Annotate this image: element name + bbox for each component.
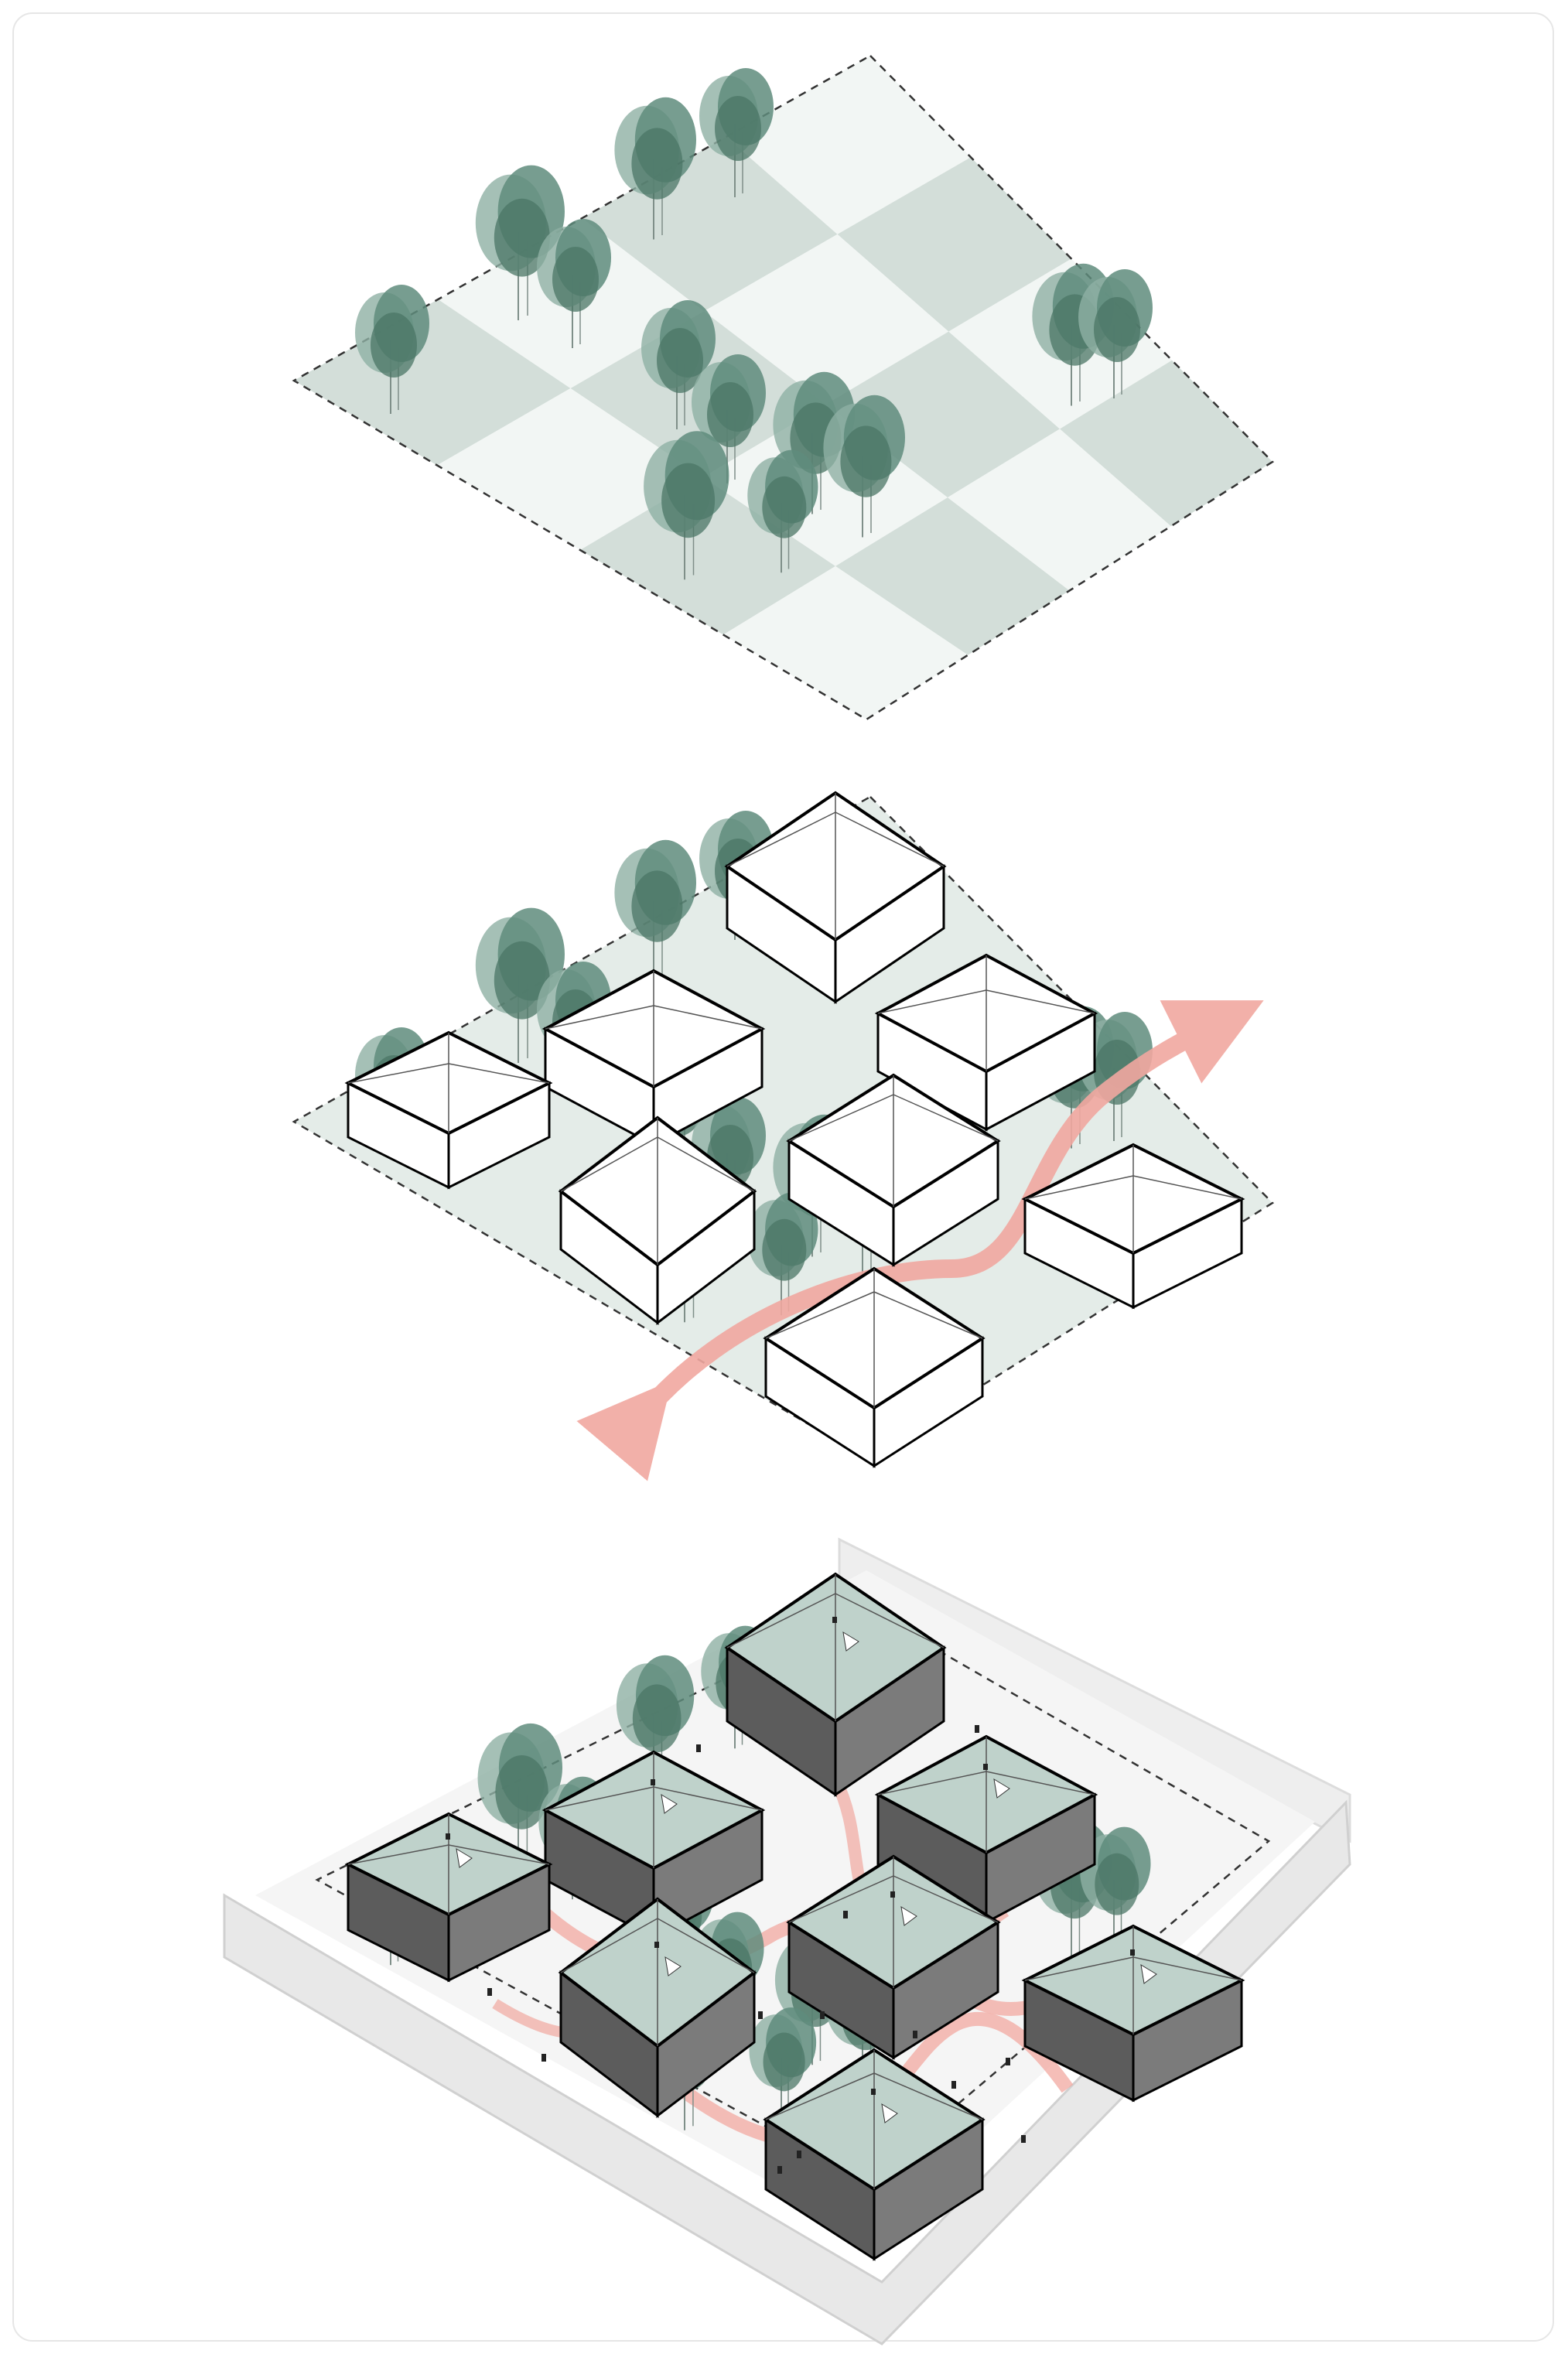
tree-canopy (633, 1684, 682, 1752)
person-figure (654, 1942, 659, 1948)
person-figure (446, 1833, 450, 1840)
tree-canopy (661, 463, 715, 538)
tree-canopy (552, 247, 599, 312)
person-figure (913, 2031, 917, 2038)
tree-canopy (631, 128, 682, 199)
person-figure (983, 1764, 988, 1770)
person-figure (871, 2089, 876, 2095)
tree-canopy (840, 425, 891, 497)
tree-canopy (631, 870, 682, 941)
person-figure (651, 1779, 655, 1785)
person-figure (1021, 2135, 1026, 2143)
person-figure (541, 2054, 546, 2062)
panel-1-landscape-grid (294, 56, 1273, 719)
person-figure (890, 1891, 895, 1898)
person-figure (843, 1911, 848, 1918)
panel-2-building-volumes (294, 793, 1273, 1466)
person-figure (797, 2151, 801, 2158)
tree-canopy (1094, 297, 1140, 362)
tree-canopy (371, 313, 417, 378)
tree-canopy (1095, 1853, 1139, 1915)
tree-canopy (764, 2033, 805, 2092)
tree-canopy (762, 477, 806, 538)
person-figure (820, 2011, 825, 2019)
panel-3-final-massing (224, 1539, 1350, 2344)
person-figure (951, 2081, 956, 2089)
person-figure (1130, 1949, 1135, 1956)
person-figure (832, 1617, 837, 1623)
person-figure (777, 2166, 782, 2174)
grid-ground-plane (294, 56, 1273, 719)
tree-canopy (707, 382, 753, 447)
person-figure (1006, 2058, 1010, 2065)
person-figure (487, 1988, 492, 1996)
tree-canopy (762, 1219, 806, 1281)
person-figure (975, 1725, 979, 1733)
person-figure (758, 2011, 763, 2019)
person-figure (696, 1744, 701, 1752)
tree-canopy (715, 96, 761, 161)
